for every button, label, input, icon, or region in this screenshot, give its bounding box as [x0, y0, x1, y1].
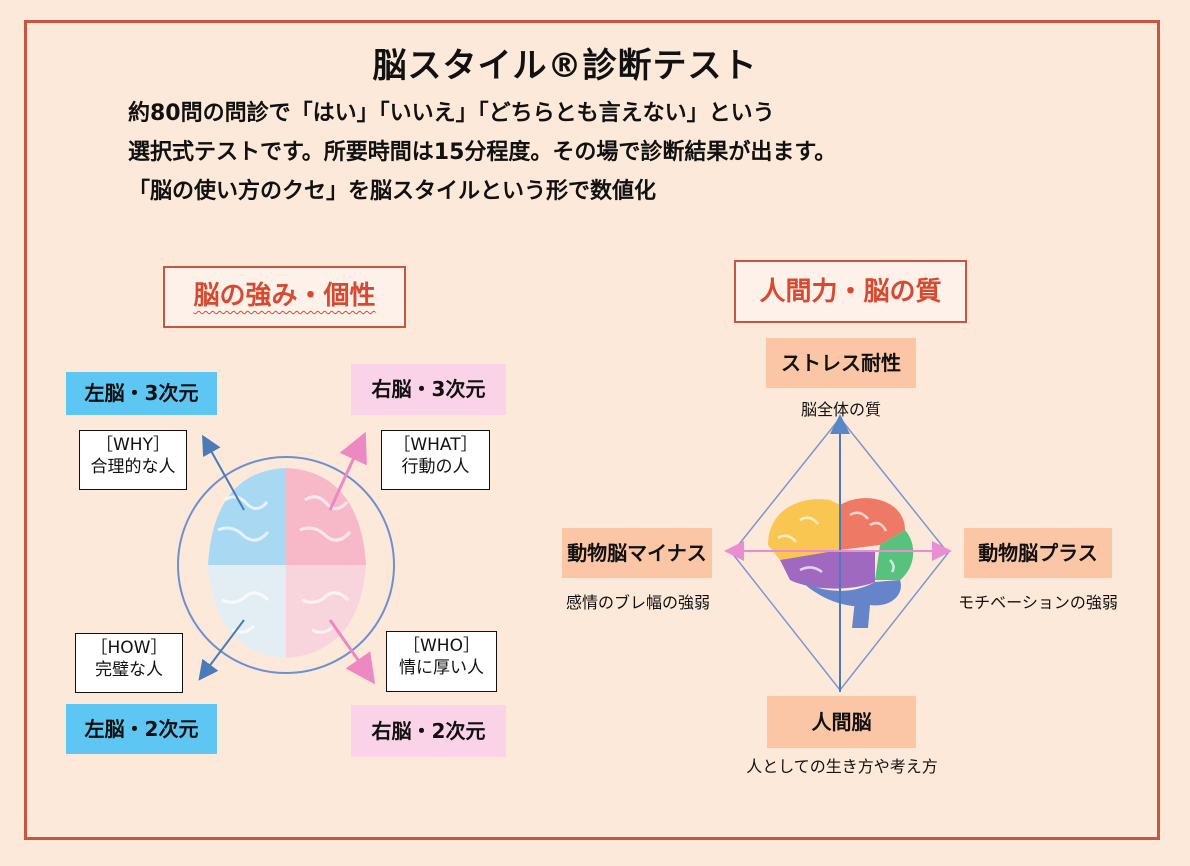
- label-right-3d: 右脳・3次元: [351, 364, 506, 415]
- type-desc-who: 情に厚い人: [399, 658, 484, 678]
- left-section-title-text: 脳の強み・個性: [193, 281, 376, 311]
- type-tag-who: ［WHO］: [403, 636, 480, 656]
- type-box-why: ［WHY］ 合理的な人: [79, 430, 187, 490]
- brain-quadrants: [208, 468, 366, 658]
- type-box-how: ［HOW］ 完璧な人: [75, 633, 183, 693]
- axis-label-bottom: 人間脳: [767, 696, 916, 748]
- type-tag-how: ［HOW］: [90, 638, 168, 658]
- page-title: 脳スタイル®診断テスト: [372, 46, 758, 86]
- type-box-who: ［WHO］ 情に厚い人: [386, 631, 497, 692]
- label-left-3d: 左脳・3次元: [66, 372, 217, 415]
- axis-label-left: 動物脳マイナス: [562, 528, 712, 578]
- brain-top-right: [286, 468, 366, 565]
- brain-outer-circle: [177, 456, 395, 674]
- brain-bottom-left: [208, 565, 286, 658]
- label-right-2d: 右脳・2次元: [351, 705, 506, 757]
- type-desc-why: 合理的な人: [90, 457, 176, 477]
- axis-desc-right: モチベーションの強弱: [958, 593, 1118, 612]
- label-left-2d: 左脳・2次元: [66, 704, 217, 754]
- intro-line-1: 約80問の問診で「はい」「いいえ」「どちらとも言えない」という: [128, 101, 775, 126]
- outer-frame: [24, 20, 1160, 840]
- right-section-title: 人間力・脳の質: [734, 260, 967, 323]
- axis-label-right: 動物脳プラス: [964, 528, 1112, 578]
- left-section-title: 脳の強み・個性: [163, 266, 406, 328]
- axis-desc-top: 脳全体の質: [800, 400, 881, 419]
- type-tag-why: ［WHY］: [96, 435, 170, 455]
- arrow-top-left: [202, 434, 245, 511]
- type-box-what: ［WHAT］ 行動の人: [381, 430, 490, 490]
- intro-line-2: 選択式テストです。所要時間は15分程度。その場で診断結果が出ます。: [128, 140, 837, 165]
- type-desc-what: 行動の人: [401, 457, 470, 477]
- arrow-bottom-left: [198, 619, 245, 681]
- right-diagram: [724, 414, 952, 692]
- brain-top-left: [208, 468, 286, 565]
- type-tag-what: ［WHAT］: [393, 435, 478, 455]
- type-desc-how: 完璧な人: [95, 660, 163, 680]
- arrow-bottom-right: [328, 619, 376, 685]
- color-brain: [768, 498, 914, 628]
- axis-label-top: ストレス耐性: [766, 338, 916, 388]
- axis-desc-left: 感情のブレ幅の強弱: [565, 593, 710, 612]
- intro-line-3: 「脳の使い方のクセ」を脳スタイルという形で数値化: [128, 179, 657, 204]
- axis-desc-bottom: 人としての生き方や考え方: [746, 757, 938, 776]
- arrow-top-right: [328, 431, 367, 511]
- brain-bottom-right: [286, 565, 366, 658]
